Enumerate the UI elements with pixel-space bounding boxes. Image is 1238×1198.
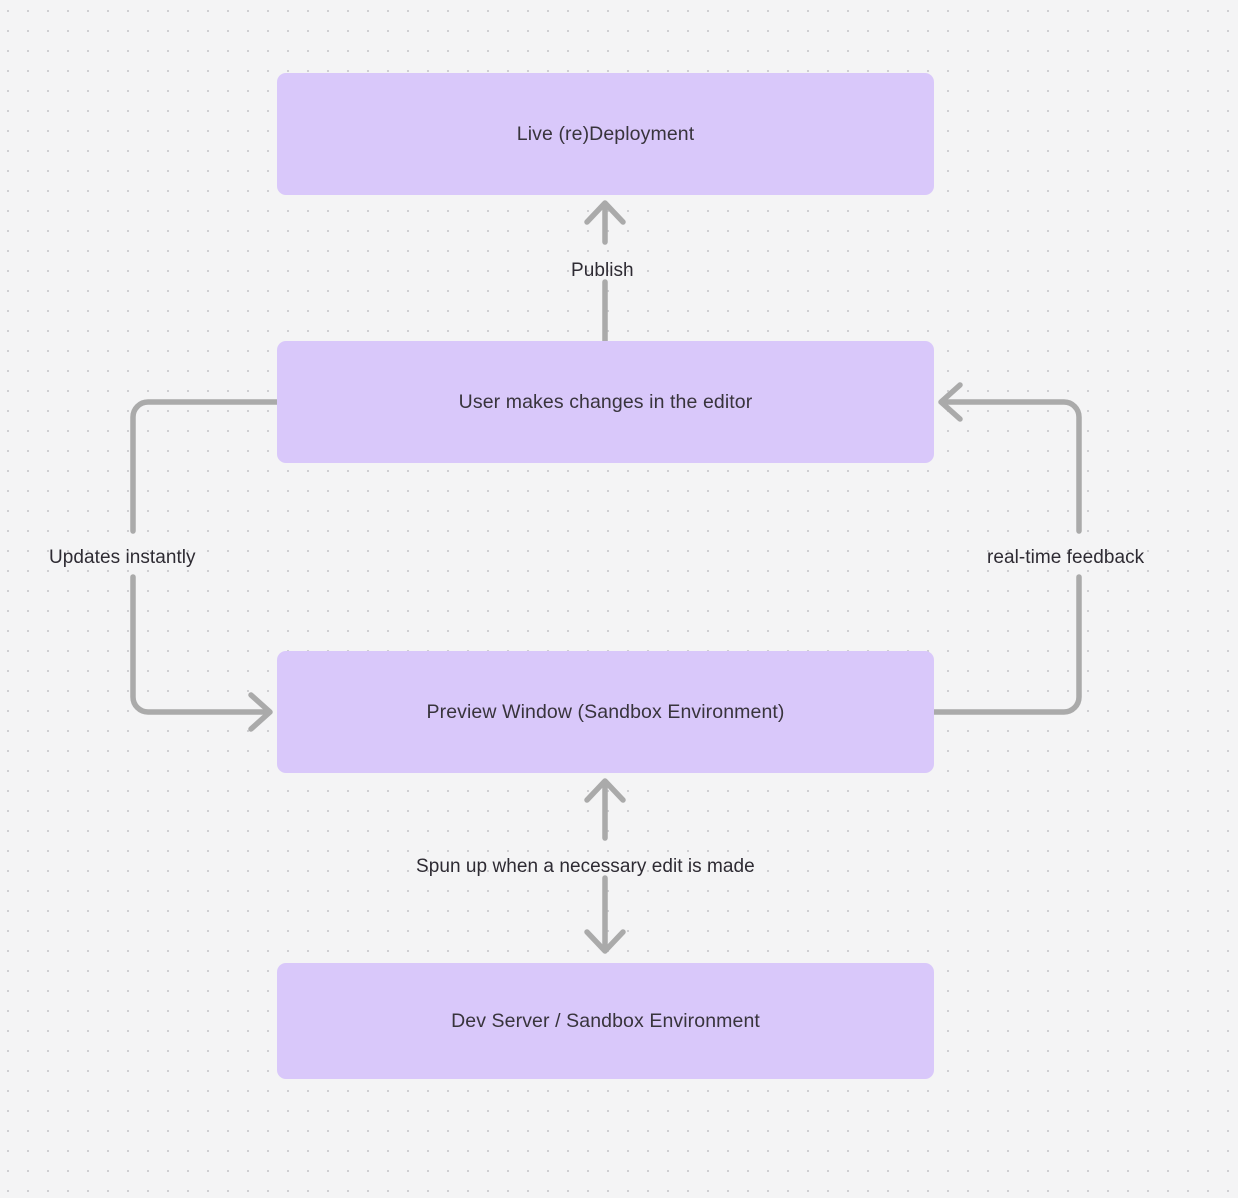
edge-label-real-time-feedback: real-time feedback <box>987 547 1145 568</box>
node-label-dev-server: Dev Server / Sandbox Environment <box>451 1009 760 1032</box>
node-preview-window[interactable]: Preview Window (Sandbox Environment) <box>277 651 934 773</box>
arrowhead-right-updates <box>248 692 273 732</box>
node-label-live-deployment: Live (re)Deployment <box>516 122 695 145</box>
arrowhead-left-feedback <box>938 382 963 422</box>
node-label-user-edits: User makes changes in the editor <box>458 390 753 413</box>
node-live-deployment[interactable]: Live (re)Deployment <box>277 73 934 195</box>
node-user-edits[interactable]: User makes changes in the editor <box>277 341 934 463</box>
arrowhead-up-spun <box>584 778 626 803</box>
edge-label-spun-up: Spun up when a necessary edit is made <box>416 856 755 877</box>
edge-label-updates-instantly: Updates instantly <box>49 547 196 568</box>
arrowhead-down-spun <box>584 929 626 954</box>
node-dev-server[interactable]: Dev Server / Sandbox Environment <box>277 963 934 1079</box>
node-label-preview-window: Preview Window (Sandbox Environment) <box>426 700 785 723</box>
edge-label-publish: Publish <box>571 260 634 281</box>
arrowhead-up-publish <box>584 200 626 225</box>
